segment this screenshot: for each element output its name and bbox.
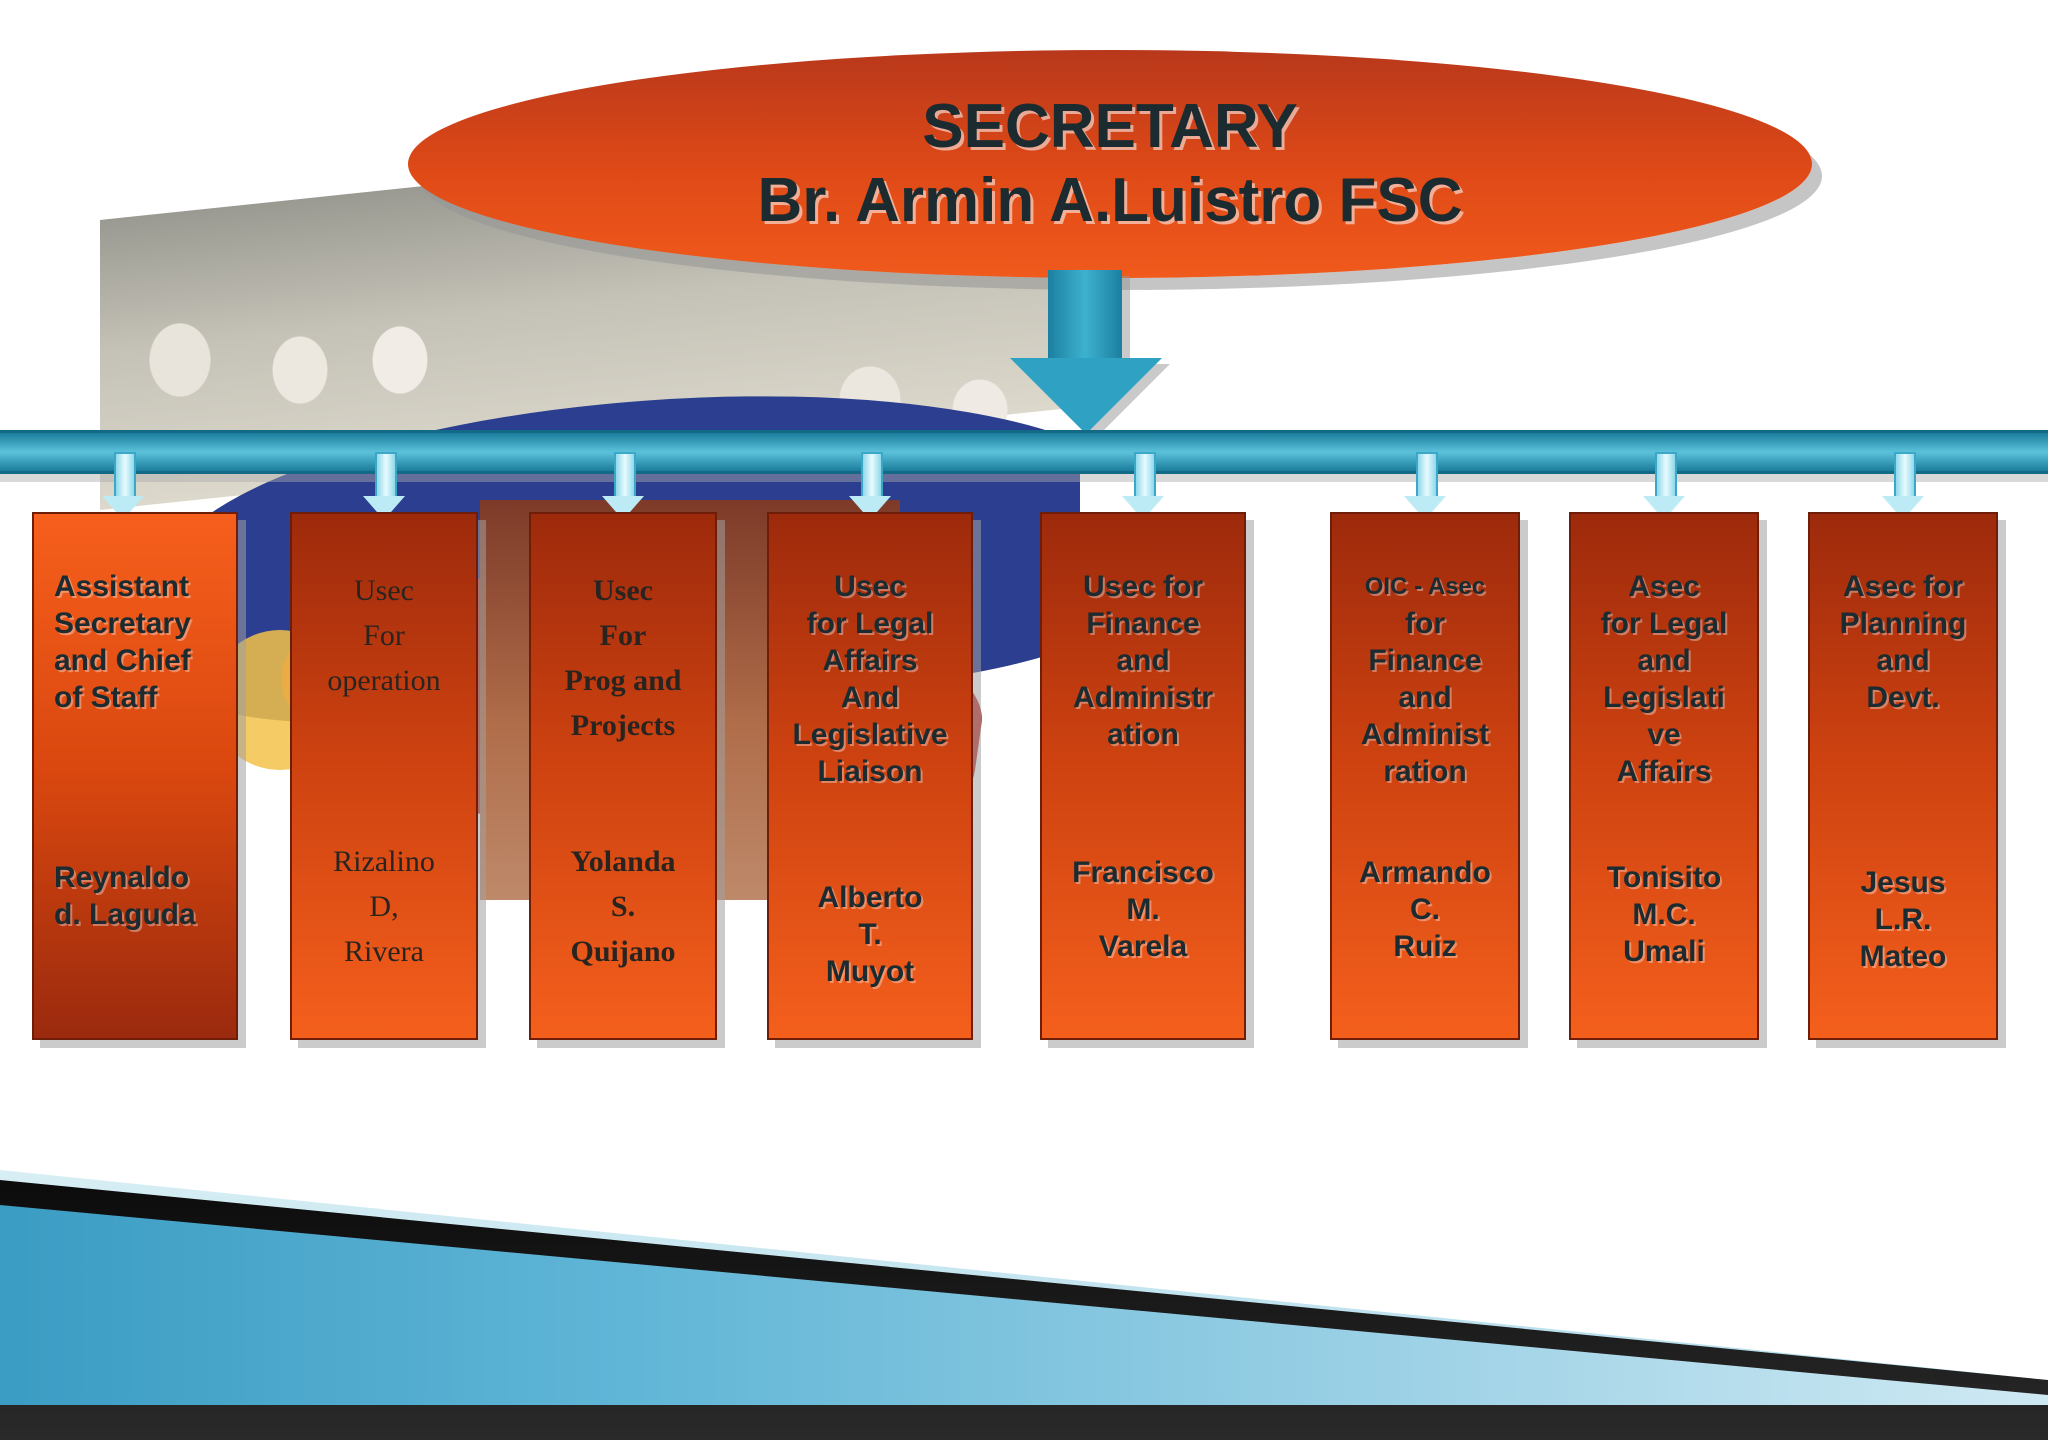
office-person-line: d. Laguda <box>54 898 196 931</box>
office-person-line: Mateo <box>1859 940 1947 973</box>
office-title-line: for Legal <box>806 607 934 640</box>
office-title-line: And <box>840 681 900 714</box>
office-person-line: Umali <box>1623 935 1705 968</box>
office-title-line: Prog and <box>564 664 682 697</box>
office-title-line: Usec <box>354 574 414 607</box>
office-title-line: and <box>1116 644 1170 677</box>
office-title-line: Devt. <box>1866 681 1940 714</box>
office-title-line: Usec <box>593 574 653 607</box>
office-person-line: M. <box>1126 893 1160 926</box>
office-title-line: Liaison <box>817 755 923 788</box>
office-title-line: Assistant <box>54 570 190 603</box>
secretary-name: Br. Armin A.Luistro FSC <box>757 166 1463 235</box>
office-person-line: Quijano <box>570 935 676 968</box>
office-title-line: Asec <box>1628 570 1700 603</box>
office-title-line: OIC - Asec <box>1364 573 1486 600</box>
office-person-line: Reynaldo <box>54 861 190 894</box>
office-title-line: of Staff <box>54 681 158 714</box>
office-person-line: Ruiz <box>1393 930 1457 963</box>
office-title-line: and Chief <box>54 644 191 677</box>
office-person-line: Francisco <box>1072 856 1214 889</box>
office-title-line: ation <box>1107 718 1179 751</box>
office-person-line: Alberto <box>817 881 923 914</box>
office-title-line: Projects <box>570 709 676 742</box>
office-title-line: and <box>1637 644 1691 677</box>
office-title-line: For <box>363 619 405 652</box>
secretary-title: SECRETARY <box>922 92 1298 161</box>
office-title-line: Planning <box>1839 607 1967 640</box>
org-chart-slide: SECRETARY Br. Armin A.Luistro FSC Assist… <box>0 50 2048 1440</box>
office-title-line: Legislati <box>1603 681 1725 714</box>
office-title-line: Asec for <box>1842 570 1964 603</box>
office-title-line: for Legal <box>1600 607 1728 640</box>
office-title-line: Usec for <box>1082 570 1204 603</box>
office-title-line: operation <box>327 664 441 697</box>
office-title-line: Affairs <box>1616 755 1712 788</box>
secretary-node: SECRETARY Br. Armin A.Luistro FSC <box>408 50 1812 278</box>
office-title-line: Finance <box>1086 607 1200 640</box>
office-title-line: for <box>1405 607 1445 640</box>
office-person-line: Yolanda <box>570 845 676 878</box>
office-person-line: T. <box>858 918 882 951</box>
office-person-line: Jesus <box>1860 866 1946 899</box>
office-person-line: Armando <box>1359 856 1491 889</box>
office-title-line: For <box>599 619 647 652</box>
office-person-line: Varela <box>1098 930 1188 963</box>
office-person-line: Rizalino <box>333 845 435 878</box>
office-title-line: Finance <box>1368 644 1482 677</box>
office-person: Reynaldo d. Laguda <box>54 859 236 933</box>
office-person-line: C. <box>1410 893 1440 926</box>
office-title-line: ration <box>1383 755 1467 788</box>
office-person-line: D, <box>369 890 399 923</box>
office-title-line: Administ <box>1360 718 1490 751</box>
office-title-line: and <box>1398 681 1452 714</box>
horizontal-connector-bar <box>0 430 2048 474</box>
office-person-line: M.C. <box>1632 898 1696 931</box>
office-title-line: ve <box>1647 718 1681 751</box>
office-person-line: L.R. <box>1874 903 1932 936</box>
office-person-line: Rivera <box>344 935 424 968</box>
office-person-line: Tonisito <box>1606 861 1722 894</box>
office-person-line: Muyot <box>825 955 915 988</box>
main-connector-arrowhead <box>1010 358 1162 434</box>
office-title-line: and <box>1876 644 1930 677</box>
office-title-line: Legislative <box>792 718 948 751</box>
office-title-line: Secretary <box>54 607 191 640</box>
office-title-line: Usec <box>834 570 906 603</box>
office-title-line: Affairs <box>822 644 918 677</box>
bottom-ribbon-blue <box>0 1205 2048 1405</box>
main-connector-shaft <box>1048 270 1122 360</box>
office-title-line: Administr <box>1072 681 1213 714</box>
down-arrow-connector <box>602 452 644 522</box>
office-person-line: S. <box>610 890 636 923</box>
